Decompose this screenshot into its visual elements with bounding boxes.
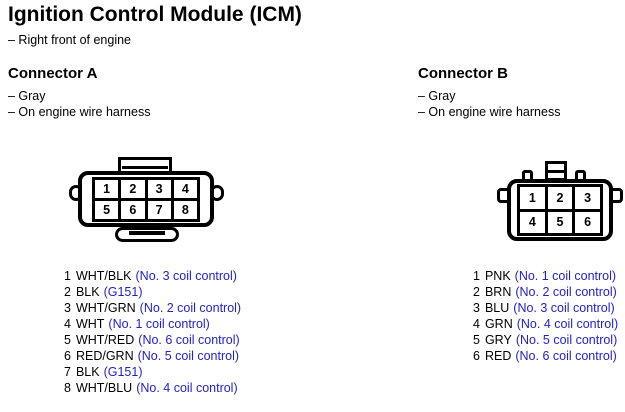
pin-number: 1 <box>473 269 480 283</box>
connector-a-pin-grid: 1 2 3 4 5 6 7 8 <box>92 177 200 222</box>
pin-row: 1 WHT/BLK(No. 3 coil control) <box>64 268 241 284</box>
connector-a-note-harness: – On engine wire harness <box>8 105 151 119</box>
connector-a-notes: – Gray – On engine wire harness <box>8 88 150 120</box>
pin-function-link[interactable]: (No. 3 coil control) <box>513 301 615 315</box>
connector-b-pin-cell: 5 <box>547 211 573 233</box>
connector-b-pin-cell: 1 <box>520 187 545 209</box>
pin-number: 3 <box>473 301 480 315</box>
pin-number: 3 <box>64 301 71 315</box>
pin-number: 2 <box>64 285 71 299</box>
pin-row: 5 WHT/RED(No. 6 coil control) <box>64 332 241 348</box>
connector-b-latch-bar <box>548 170 564 173</box>
pin-row: 4 GRN(No. 4 coil control) <box>473 316 618 332</box>
pin-row: 3 BLU(No. 3 coil control) <box>473 300 618 316</box>
connector-b-note-harness: – On engine wire harness <box>418 105 561 119</box>
connector-b-note-color: – Gray <box>418 89 456 103</box>
page-location-note: – Right front of engine <box>8 33 131 47</box>
connector-a-bottom-tab-bar <box>129 231 165 235</box>
connector-b-pin-list: 1 PNK(No. 1 coil control) 2 BRN(No. 2 coil… <box>473 268 618 364</box>
connector-a-latch-bar <box>122 166 168 169</box>
connector-b-latch <box>545 161 567 181</box>
pin-number: 5 <box>64 333 71 347</box>
connector-a-pin-cell: 2 <box>121 180 145 198</box>
pin-number: 6 <box>64 349 71 363</box>
pin-function-link[interactable]: (No. 1 coil control) <box>514 269 617 283</box>
wire-color-label: WHT/BLK <box>75 269 132 283</box>
connector-b-pin-cell: 2 <box>547 187 573 209</box>
pin-row: 6 RED/GRN(No. 5 coil control) <box>64 348 241 364</box>
pin-number: 5 <box>473 333 480 347</box>
connector-b-pin-cell: 3 <box>575 187 600 209</box>
pin-row: 5 GRY(No. 5 coil control) <box>473 332 618 348</box>
pin-function-link[interactable]: (No. 6 coil control) <box>138 333 240 347</box>
connector-a-note-color: – Gray <box>8 89 46 103</box>
pin-row: 4 WHT(No. 1 coil control) <box>64 316 241 332</box>
pin-number: 4 <box>473 317 480 331</box>
pin-function-link[interactable]: (G151) <box>103 365 143 379</box>
pin-row: 1 PNK(No. 1 coil control) <box>473 268 618 284</box>
connector-b-notes: – Gray – On engine wire harness <box>418 88 560 120</box>
pin-number: 2 <box>473 285 480 299</box>
connector-b-pin-cell: 4 <box>520 211 545 233</box>
pin-function-link[interactable]: (No. 2 coil control) <box>139 301 242 315</box>
wire-color-label: PNK <box>484 269 511 283</box>
wire-color-label: BRN <box>484 285 512 299</box>
pin-number: 1 <box>64 269 71 283</box>
pin-function-link[interactable]: (No. 5 coil control) <box>515 333 618 347</box>
pin-function-link[interactable]: (No. 4 coil control) <box>516 317 619 331</box>
wire-color-label: BLK <box>75 285 100 299</box>
page-title: Ignition Control Module (ICM) <box>8 3 302 26</box>
wire-color-label: RED <box>484 349 512 363</box>
connector-b-section-title: Connector B <box>418 65 508 82</box>
connector-a-pin-cell: 5 <box>95 201 119 219</box>
pin-row: 6 RED(No. 6 coil control) <box>473 348 618 364</box>
wire-color-label: GRY <box>484 333 512 347</box>
connector-a-pin-cell: 3 <box>147 180 171 198</box>
pin-row: 3 WHT/GRN(No. 2 coil control) <box>64 300 241 316</box>
connector-a-pin-cell: 4 <box>173 180 197 198</box>
pin-number: 7 <box>64 365 71 379</box>
connector-a-pin-cell: 6 <box>121 201 145 219</box>
connector-b-pin-grid: 1 2 3 4 5 6 <box>517 184 603 236</box>
wire-color-label: BLU <box>484 301 510 315</box>
pin-row: 2 BRN(No. 2 coil control) <box>473 284 618 300</box>
pin-number: 4 <box>64 317 71 331</box>
pin-row: 7 BLK(G151) <box>64 364 241 380</box>
pin-number: 8 <box>64 381 71 395</box>
connector-a-pin-cell: 7 <box>147 201 171 219</box>
pin-function-link[interactable]: (G151) <box>103 285 143 299</box>
wire-color-label: GRN <box>484 317 513 331</box>
pin-function-link[interactable]: (No. 6 coil control) <box>515 349 617 363</box>
wire-color-label: WHT/RED <box>75 333 135 347</box>
pin-row: 2 BLK(G151) <box>64 284 241 300</box>
pin-number: 6 <box>473 349 480 363</box>
pin-function-link[interactable]: (No. 4 coil control) <box>136 381 238 395</box>
connector-b-pin-cell: 6 <box>575 211 600 233</box>
wire-color-label: BLK <box>75 365 100 379</box>
pin-function-link[interactable]: (No. 1 coil control) <box>108 317 210 331</box>
wire-color-label: WHT <box>75 317 105 331</box>
connector-a-bottom-tab <box>115 227 179 242</box>
wire-color-label: RED/GRN <box>75 349 134 363</box>
connector-a-pin-cell: 1 <box>95 180 119 198</box>
pin-function-link[interactable]: (No. 5 coil control) <box>137 349 240 363</box>
pin-row: 8 WHT/BLU(No. 4 coil control) <box>64 380 241 396</box>
wire-color-label: WHT/GRN <box>75 301 136 315</box>
pin-function-link[interactable]: (No. 3 coil control) <box>135 269 237 283</box>
connector-a-pin-cell: 8 <box>173 201 197 219</box>
wire-color-label: WHT/BLU <box>75 381 133 395</box>
connector-a-section-title: Connector A <box>8 65 98 82</box>
pin-function-link[interactable]: (No. 2 coil control) <box>515 285 617 299</box>
